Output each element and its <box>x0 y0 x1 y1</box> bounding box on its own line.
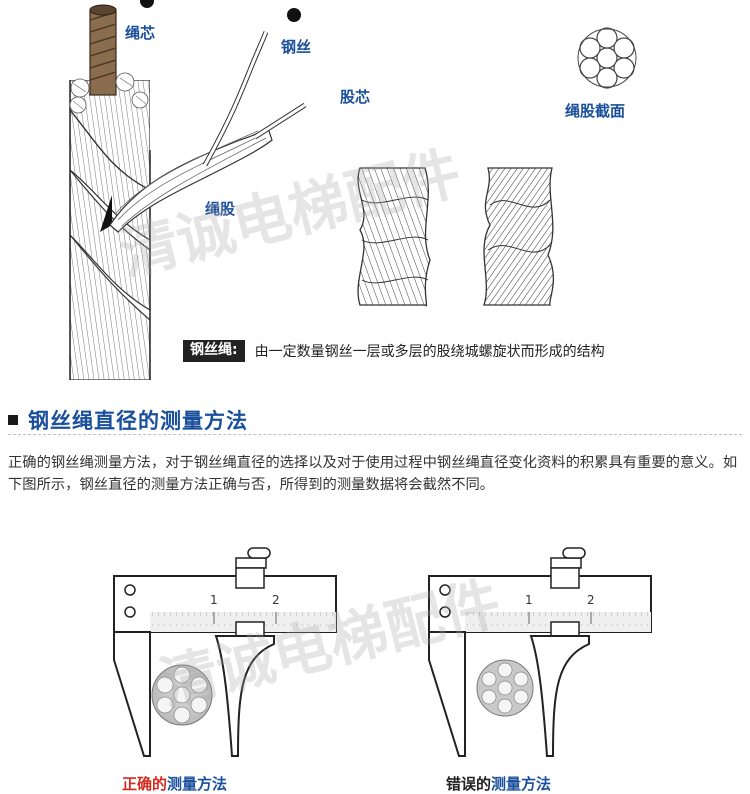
caption-correct-part2: 测量方法 <box>167 775 228 793</box>
caption-wrong-part1: 错误的 <box>446 775 492 793</box>
strand-cross-section <box>577 27 637 89</box>
definition-tag: 钢丝绳: <box>183 340 245 362</box>
section-divider <box>8 434 742 435</box>
rope-core <box>89 4 117 96</box>
label-strand-core: 股芯 <box>340 88 371 106</box>
caliper-left-scale-2: 2 <box>272 593 280 607</box>
label-dot-core <box>140 0 154 8</box>
section-title: 钢丝绳直径的测量方法 <box>28 409 248 433</box>
caption-wrong: 错误的测量方法 <box>446 773 551 794</box>
caliper-left-scale-1: 1 <box>210 593 218 607</box>
label-dot-wire <box>287 8 301 22</box>
caption-wrong-part2: 测量方法 <box>491 775 552 793</box>
definition-text: 由一定数量钢丝一层或多层的股绕城螺旋状而形成的结构 <box>254 344 605 360</box>
caliper-correct <box>113 547 337 757</box>
strand-twist-1 <box>357 167 431 307</box>
label-strand: 绳股 <box>205 200 236 218</box>
label-rope-core: 绳芯 <box>125 24 156 42</box>
unwound-strand <box>109 31 307 233</box>
wire-rope-diagram <box>69 4 637 380</box>
heading-bullet <box>8 415 18 425</box>
caption-correct-part1: 正确的 <box>122 775 168 793</box>
label-steel-wire: 钢丝 <box>281 38 312 56</box>
label-strand-section: 绳股截面 <box>565 102 626 120</box>
caliper-right-scale-1: 1 <box>525 593 533 607</box>
caliper-wrong <box>428 547 652 757</box>
rope-body <box>70 80 150 380</box>
rope-section-left <box>151 664 213 726</box>
strand-ends <box>69 72 149 114</box>
section-heading: 钢丝绳直径的测量方法 <box>8 405 248 435</box>
section-paragraph: 正确的钢丝绳测量方法，对于钢丝绳直径的选择以及对于使用过程中钢丝绳直径变化资料的… <box>8 455 738 493</box>
rope-section-right <box>476 659 534 717</box>
caption-correct: 正确的测量方法 <box>122 773 227 794</box>
caliper-right-scale-2: 2 <box>587 593 595 607</box>
strand-twist-2 <box>483 167 555 306</box>
definition: 钢丝绳: 由一定数量钢丝一层或多层的股绕城螺旋状而形成的结构 <box>183 340 605 362</box>
